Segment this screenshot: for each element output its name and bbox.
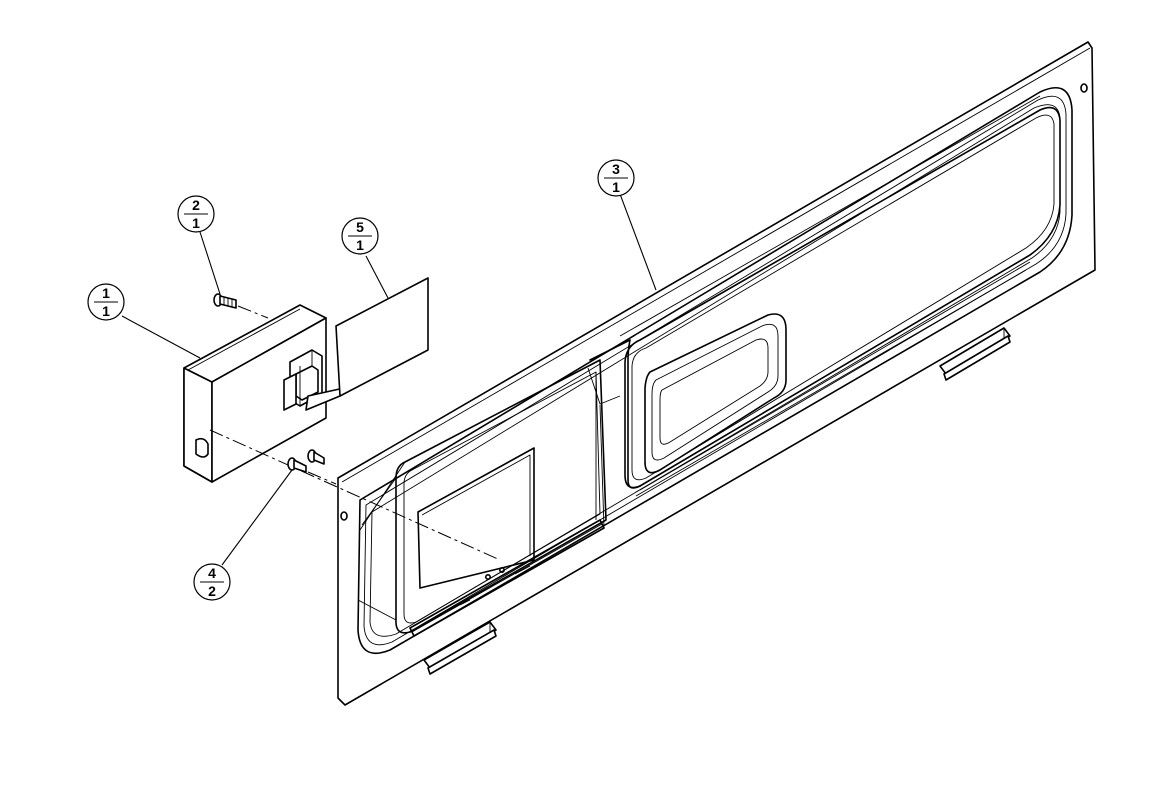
balloon-2: 2 1 bbox=[177, 195, 215, 233]
balloon-quantity: 1 bbox=[102, 303, 110, 319]
mounting-hole bbox=[1080, 83, 1088, 93]
balloon-quantity: 1 bbox=[356, 237, 364, 253]
cable-hole bbox=[195, 437, 209, 458]
balloon-part-number: 3 bbox=[612, 161, 620, 177]
knob-recess bbox=[644, 313, 787, 474]
screw-part-4 bbox=[287, 449, 337, 485]
balloon-3: 3 1 bbox=[597, 159, 635, 197]
balloon-part-number: 2 bbox=[192, 197, 200, 213]
balloon-1: 1 1 bbox=[87, 283, 125, 321]
front-panel-part-3 bbox=[337, 41, 1096, 706]
balloon-5: 5 1 bbox=[341, 217, 379, 255]
mounting-hole bbox=[340, 511, 348, 521]
leader-lines bbox=[121, 193, 657, 566]
balloon-part-number: 1 bbox=[102, 285, 110, 301]
mounting-clip bbox=[423, 621, 497, 675]
balloon-quantity: 1 bbox=[612, 179, 620, 195]
balloon-4: 4 2 bbox=[193, 563, 231, 601]
label-sheet-part-5 bbox=[335, 277, 429, 397]
balloon-quantity: 1 bbox=[192, 215, 200, 231]
balloon-quantity: 2 bbox=[208, 583, 216, 599]
balloon-part-number: 4 bbox=[208, 565, 216, 581]
screw-part-2 bbox=[213, 293, 269, 319]
control-box-part-1 bbox=[183, 304, 501, 561]
connector-block bbox=[283, 349, 345, 411]
balloon-part-number: 5 bbox=[356, 219, 364, 235]
display-window bbox=[417, 447, 535, 589]
assembly-centerline bbox=[209, 429, 501, 561]
mounting-clip bbox=[939, 327, 1011, 381]
